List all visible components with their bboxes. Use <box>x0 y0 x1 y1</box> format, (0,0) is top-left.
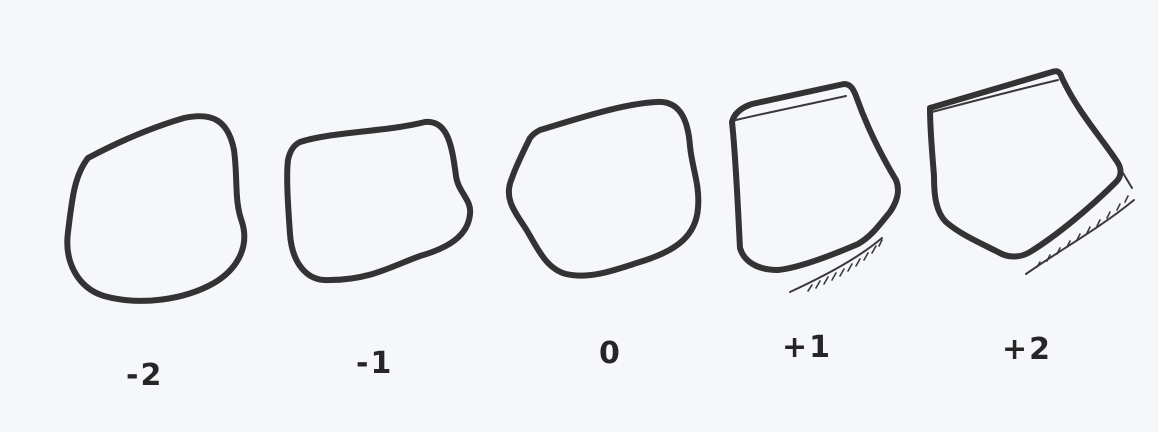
grain-shape-plus1 <box>732 84 898 270</box>
label-minus1: -1 <box>356 346 393 381</box>
grain-shape-zero <box>509 102 699 276</box>
label-plus2: +2 <box>1002 332 1052 367</box>
grain-shape-minus1 <box>287 122 470 280</box>
grain-plus1-top-edge <box>736 96 846 120</box>
label-minus2: -2 <box>126 358 163 393</box>
grain-shape-plus2 <box>930 71 1121 256</box>
grain-shape-minus2 <box>67 116 244 301</box>
grain-plus2-top-edge <box>932 80 1058 112</box>
label-plus1: +1 <box>782 330 832 365</box>
label-zero: 0 <box>599 336 622 371</box>
